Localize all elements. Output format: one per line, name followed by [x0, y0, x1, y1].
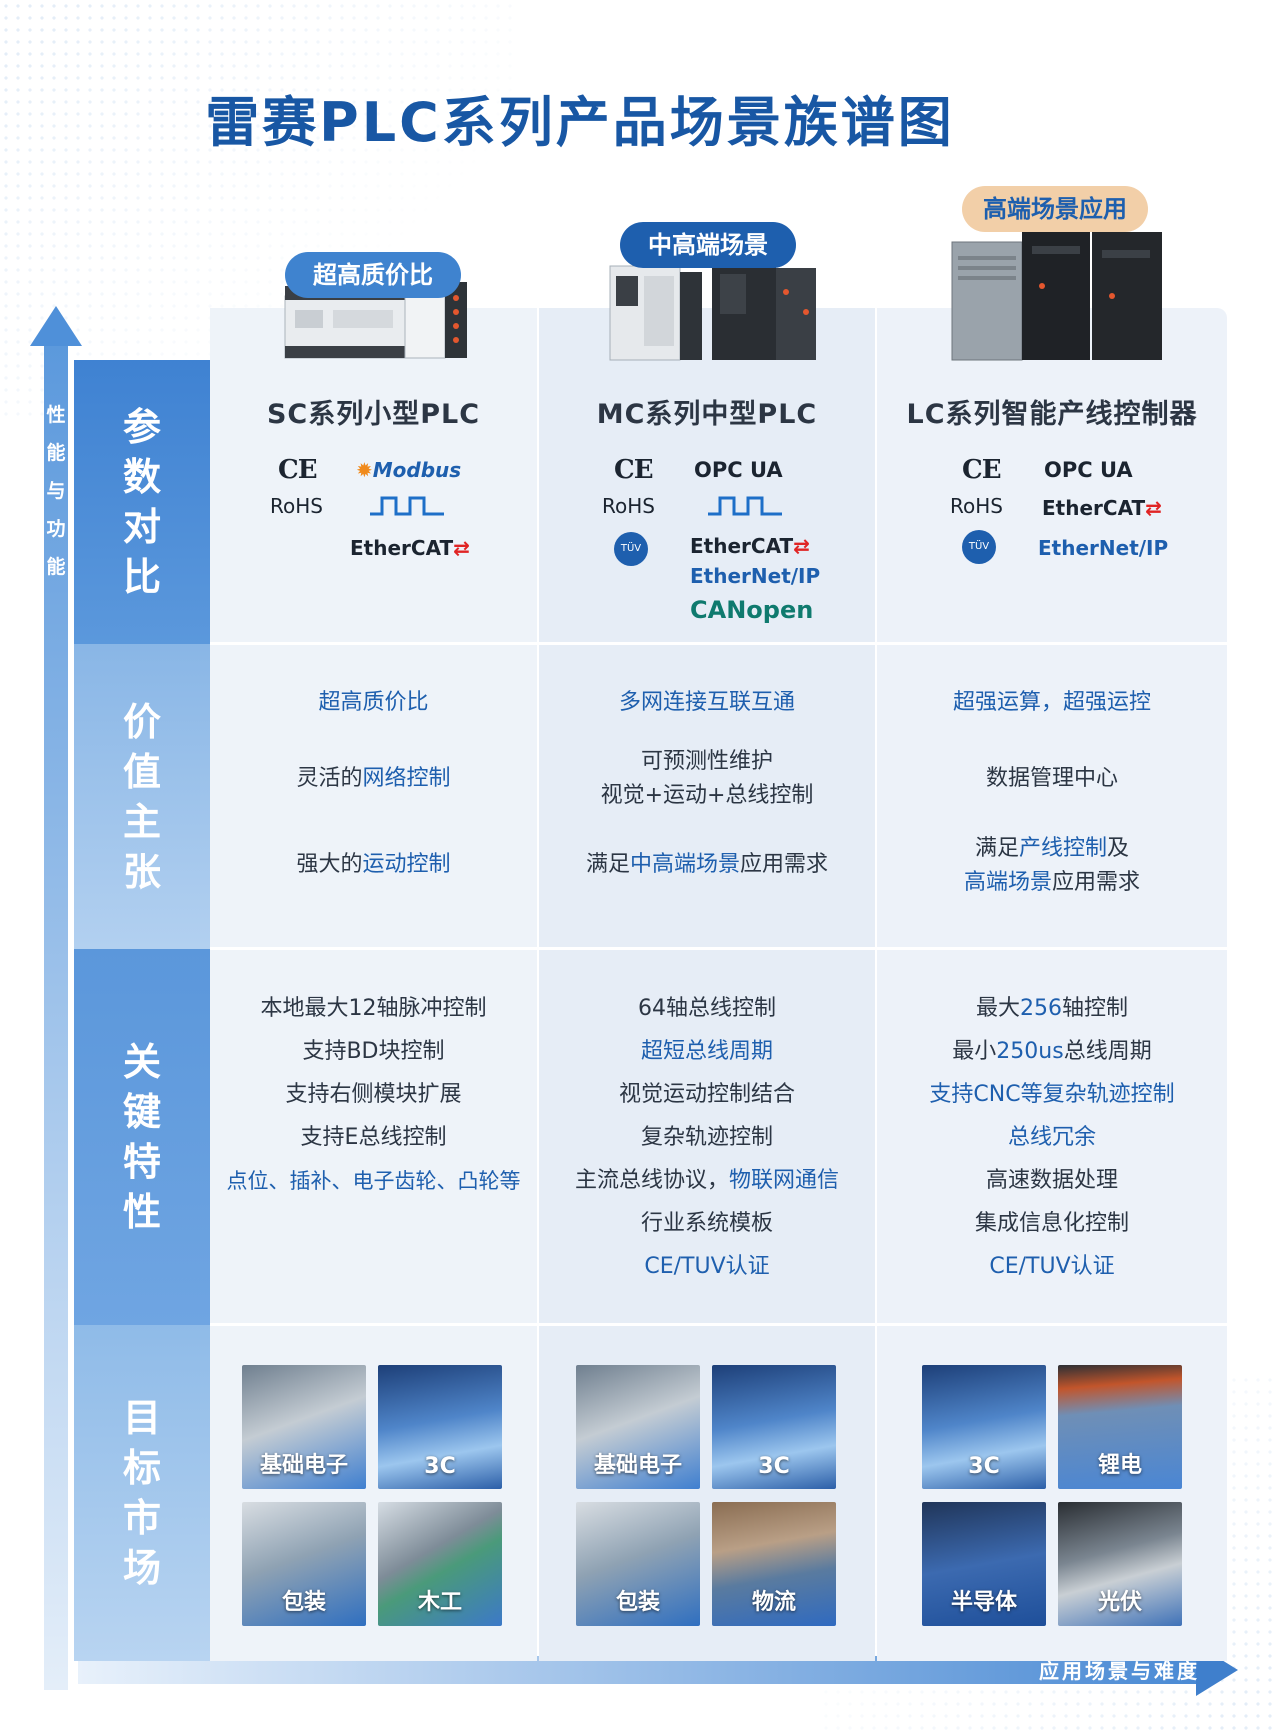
vertical-axis-bar	[44, 330, 68, 1690]
sc-feature: 本地最大12轴脉冲控制	[260, 996, 487, 1021]
arrow-icon: ⇄	[793, 534, 810, 558]
lc-feature: 总线冗余	[1007, 1125, 1096, 1150]
page-title: 雷赛PLC系列产品场景族谱图	[205, 91, 955, 154]
row-divider	[210, 642, 1227, 645]
mc-product-name: MC系列中型PLC	[596, 399, 818, 430]
mc-badge: 中高端场景	[620, 222, 796, 268]
mc-value-line: 视觉+运动+总线控制	[600, 783, 814, 808]
lc-value-line: 超强运算，超强运控	[952, 690, 1151, 715]
sc-badge: 超高质价比	[285, 252, 461, 298]
horizontal-axis-label: 应用场景与难度	[1039, 1659, 1200, 1683]
vertical-axis-arrow-icon	[30, 306, 82, 346]
sc-feature: 支持BD块控制	[302, 1039, 445, 1064]
rohs-logo: RoHS	[270, 494, 323, 518]
rohs-logo: RoHS	[602, 494, 655, 518]
lc-feature: CE/TUV认证	[989, 1254, 1115, 1279]
mc-plc-product-image	[609, 264, 816, 361]
market-tile-packaging: 包装	[576, 1502, 700, 1626]
tuv-badge-icon: TÜV	[962, 530, 996, 564]
market-tile-photovoltaic: 光伏	[1058, 1502, 1182, 1626]
ethercat-logo: EtherCAT⇄	[350, 536, 470, 560]
ethernet-ip-logo: EtherNet/IP	[1038, 536, 1169, 560]
row-divider	[210, 947, 1227, 950]
mc-feature: CE/TUV认证	[644, 1254, 770, 1279]
row-label-markets: 目标市场	[74, 1325, 210, 1661]
sc-value-line: 超高质价比	[318, 690, 429, 715]
pulse-signal-icon	[370, 496, 444, 516]
lc-feature: 支持CNC等复杂轨迹控制	[929, 1082, 1175, 1107]
lc-controller-product-image	[951, 228, 1162, 361]
ce-mark-icon: CE	[962, 455, 1002, 485]
market-tile-3c: 3C	[378, 1365, 502, 1489]
ethercat-logo: EtherCAT⇄	[1042, 496, 1162, 520]
row-divider	[210, 1323, 1227, 1326]
market-tile-semiconductor: 半导体	[922, 1502, 1046, 1626]
sc-feature: 支持E总线控制	[300, 1125, 447, 1150]
ce-mark-icon: CE	[278, 455, 318, 485]
market-tile-3c: 3C	[712, 1365, 836, 1489]
mc-value-line: 多网连接互联互通	[618, 690, 795, 715]
lc-feature: 最大256轴控制	[975, 996, 1129, 1021]
arrow-icon: ⇄	[453, 536, 470, 560]
sc-value-line: 灵活的网络控制	[296, 766, 451, 791]
market-tile-woodworking: 木工	[378, 1502, 502, 1626]
mc-feature: 复杂轨迹控制	[640, 1125, 773, 1150]
market-tile-basic-electronics: 基础电子	[576, 1365, 700, 1489]
mc-feature: 64轴总线控制	[638, 996, 776, 1021]
mc-value-line: 满足中高端场景应用需求	[585, 852, 829, 877]
row-label-features: 关键特性	[74, 949, 210, 1325]
sc-feature: 点位、插补、电子齿轮、凸轮等	[226, 1169, 521, 1193]
market-tile-logistics: 物流	[712, 1502, 836, 1626]
sc-value-line: 强大的运动控制	[296, 852, 451, 877]
canopen-logo: CANopen	[690, 596, 814, 624]
row-label-params: 参数对比	[74, 360, 210, 644]
ce-mark-icon: CE	[614, 455, 654, 485]
mc-feature: 视觉运动控制结合	[618, 1082, 795, 1107]
lc-feature: 集成信息化控制	[974, 1211, 1129, 1236]
market-tile-basic-electronics: 基础电子	[242, 1365, 366, 1489]
market-tile-packaging: 包装	[242, 1502, 366, 1626]
ethernet-ip-logo: EtherNet/IP	[690, 564, 821, 588]
lc-badge: 高端场景应用	[962, 186, 1148, 232]
mc-feature: 行业系统模板	[640, 1211, 773, 1236]
tuv-badge-icon: TÜV	[614, 532, 648, 566]
sc-product-name: SC系列小型PLC	[266, 399, 481, 430]
opc-ua-logo: OPC UA	[694, 458, 783, 482]
lc-feature: 最小250us总线周期	[952, 1039, 1152, 1064]
mc-value-line: 可预测性维护	[640, 749, 773, 774]
mc-feature: 超短总线周期	[640, 1039, 773, 1064]
market-tile-3c: 3C	[922, 1365, 1046, 1489]
sc-feature: 支持右侧模块扩展	[285, 1082, 462, 1107]
lc-value-line: 数据管理中心	[985, 766, 1118, 791]
lc-value-line: 高端场景应用需求	[963, 870, 1141, 895]
row-label-value: 价值主张	[74, 644, 210, 949]
mc-feature: 主流总线协议，物联网通信	[574, 1168, 840, 1193]
vertical-axis-label: 性能与功能	[46, 404, 66, 578]
lc-value-line: 满足产线控制及	[974, 836, 1130, 861]
modbus-logo: ✹Modbus	[356, 458, 462, 482]
pulse-signal-icon	[708, 496, 782, 516]
gear-icon: ✹	[356, 458, 373, 482]
ethercat-logo: EtherCAT⇄	[690, 534, 810, 558]
opc-ua-logo: OPC UA	[1044, 458, 1133, 482]
lc-feature: 高速数据处理	[985, 1168, 1118, 1193]
lc-product-name: LC系列智能产线控制器	[906, 399, 1198, 430]
arrow-icon: ⇄	[1145, 496, 1162, 520]
rohs-logo: RoHS	[950, 494, 1003, 518]
market-tile-lithium-battery: 锂电	[1058, 1365, 1182, 1489]
